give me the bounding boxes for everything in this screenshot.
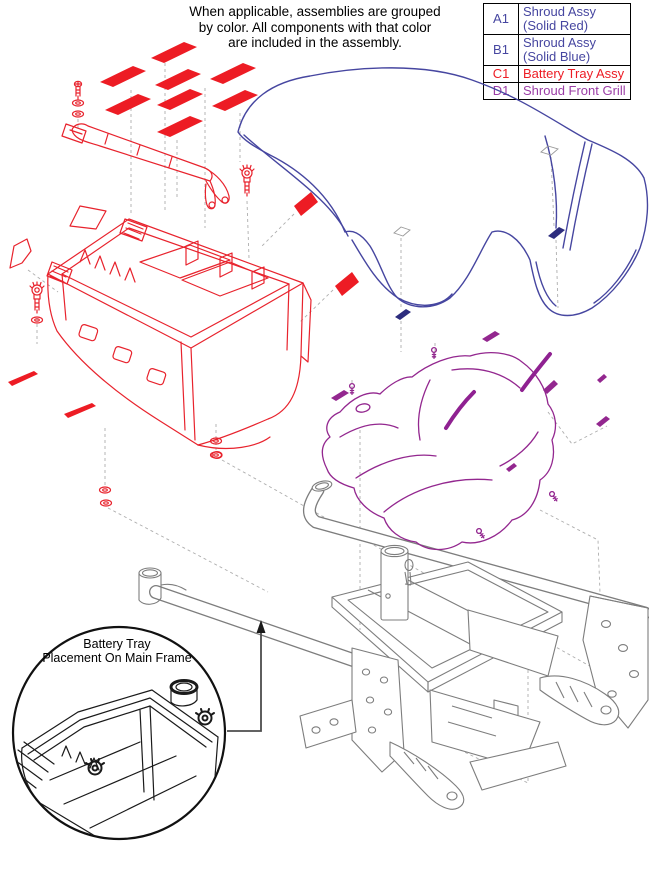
legend-label-d1: Shroud Front Grill (518, 82, 631, 101)
shroud-art (237, 67, 649, 320)
arrow-up-icon (256, 620, 266, 633)
assembly-legend-table: A1 Shroud Assy (Solid Red) B1 Shroud Ass… (483, 2, 631, 101)
legend-row-a1: A1 Shroud Assy (Solid Red) (483, 2, 631, 36)
grouping-note-line1: When applicable, assemblies are grouped (189, 4, 441, 19)
legend-row-b1: B1 Shroud Assy (Solid Blue) (483, 34, 631, 67)
legend-code-b1: B1 (483, 34, 519, 67)
grouping-note-line3: are included in the assembly. (228, 35, 402, 51)
battery-tray-placement-callout: Battery Tray Placement On Main Frame (11, 625, 227, 841)
callout-leader-arrow (227, 620, 266, 732)
legend-code-c1: C1 (483, 65, 519, 84)
red-gasket-strips (100, 42, 258, 137)
red-fasteners (8, 80, 359, 507)
battery-tray-art (46, 205, 312, 450)
grouping-note-line2: by color. All components with that color (198, 19, 432, 35)
grouping-note: When applicable, assemblies are grouped … (140, 4, 490, 51)
front-grill-art (321, 331, 610, 551)
callout-title-line1: Battery Tray (83, 637, 151, 651)
legend-label-b1: Shroud Assy (Solid Blue) (518, 34, 631, 67)
legend-label-a1: Shroud Assy (Solid Red) (518, 2, 631, 36)
main-frame-art (138, 480, 649, 810)
legend-code-a1: A1 (483, 2, 519, 36)
battery-strap-art (61, 123, 230, 210)
callout-title-line2: Placement On Main Frame (42, 651, 191, 665)
